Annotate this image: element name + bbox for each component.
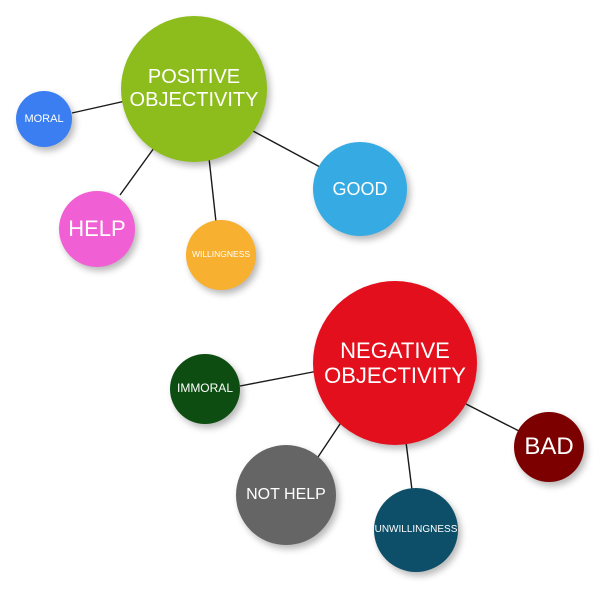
bad-node: BAD bbox=[514, 412, 584, 482]
positive-objectivity-node: POSITIVE OBJECTIVITY bbox=[121, 16, 267, 162]
willingness-node: WILLINGNESS bbox=[186, 220, 256, 290]
edge-negative-not-help bbox=[315, 420, 343, 461]
edge-positive-help bbox=[119, 147, 155, 196]
positive-objectivity-label: POSITIVE OBJECTIVITY bbox=[129, 66, 259, 111]
bad-label: BAD bbox=[524, 433, 574, 461]
negative-objectivity-node: NEGATIVE OBJECTIVITY bbox=[313, 281, 477, 445]
edge-negative-unwillingness bbox=[405, 441, 413, 491]
edge-negative-bad bbox=[465, 403, 520, 432]
edge-negative-immoral bbox=[239, 370, 319, 387]
edge-positive-good bbox=[252, 130, 321, 168]
edge-positive-moral bbox=[71, 99, 131, 114]
not-help-label: NOT HELP bbox=[246, 485, 326, 503]
help-node: HELP bbox=[59, 191, 135, 267]
good-node: GOOD bbox=[313, 142, 407, 236]
immoral-node: IMMORAL bbox=[170, 354, 240, 424]
unwillingness-node: UNWILLINGNESS bbox=[374, 488, 458, 572]
negative-objectivity-label: NEGATIVE OBJECTIVITY bbox=[324, 337, 466, 388]
edge-positive-willingness bbox=[208, 157, 217, 223]
willingness-label: WILLINGNESS bbox=[191, 249, 251, 260]
unwillingness-label: UNWILLINGNESS bbox=[374, 524, 458, 536]
moral-node: MORAL bbox=[16, 91, 72, 147]
help-label: HELP bbox=[68, 216, 126, 242]
immoral-label: IMMORAL bbox=[176, 381, 233, 396]
good-label: GOOD bbox=[332, 178, 388, 199]
moral-label: MORAL bbox=[24, 112, 64, 125]
not-help-node: NOT HELP bbox=[236, 445, 336, 545]
